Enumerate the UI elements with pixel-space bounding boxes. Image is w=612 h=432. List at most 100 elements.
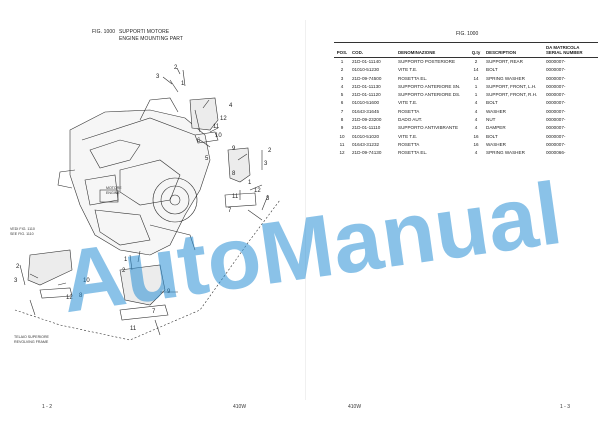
- header-desc: DESCRIPTION: [484, 42, 544, 58]
- cell-cod: 21D-09-74500: [352, 75, 382, 81]
- callout: 2: [268, 148, 272, 154]
- header-den: DENOMINAZIONE: [396, 42, 468, 58]
- cell-mat: 0000007-: [546, 108, 566, 114]
- cell-mat: 0000066-: [546, 150, 566, 156]
- header-cod: COD.: [350, 42, 396, 58]
- cell-qty: 4: [474, 108, 478, 114]
- cell-mat: 0000007-: [546, 125, 566, 131]
- cell-pos: 7: [340, 108, 344, 114]
- right-footer-model: 410W: [348, 404, 362, 410]
- cell-desc: WASHER: [486, 141, 506, 147]
- cell-cod: 01643-31645: [352, 108, 380, 114]
- right-footer-page: 1 - 3: [560, 404, 571, 410]
- cell-desc: NUT: [486, 117, 496, 123]
- cell-cod: 21D-01-11140: [352, 59, 381, 64]
- cell-qty: 2: [474, 59, 478, 64]
- header-serial-en: SERIAL NUMBER: [546, 50, 583, 55]
- label-telaio: TELAIO SUPERIORE: [14, 335, 50, 339]
- label-revolving-frame: REVOLVING FRAME: [14, 340, 49, 344]
- callout: 8: [79, 293, 83, 299]
- cell-qty: 4: [474, 117, 478, 123]
- cell-qty: 16: [473, 141, 479, 147]
- cell-mat: 0000007-: [546, 59, 566, 64]
- engine-mount-drawing: 2 1 3 4 12 11 10 9 8 2 3 1 12 3 7 11 6 5…: [10, 65, 281, 344]
- cell-den: VITE T.E.: [398, 133, 418, 139]
- callout: 11: [232, 194, 239, 200]
- cell-cod: 01643-31232: [352, 141, 380, 147]
- cell-qty: 16: [473, 133, 479, 139]
- parts-table: POS. COD. DENOMINAZIONE Q.ty DESCRIPTION…: [334, 42, 598, 158]
- cell-desc: BOLT: [486, 100, 498, 106]
- callout: 1: [124, 257, 128, 263]
- cell-desc: SUPPORT, REAR: [486, 59, 523, 64]
- cell-cod: 01010-51020: [352, 133, 380, 139]
- cell-den: SUPPORTO ANTERIORE SN.: [398, 83, 461, 89]
- callout: 10: [215, 133, 222, 139]
- cell-cod: 01010-51230: [352, 67, 380, 73]
- cell-mat: 0000007-: [546, 133, 566, 139]
- cell-pos: 10: [339, 133, 345, 139]
- cell-qty: 4: [474, 150, 478, 156]
- cell-cod: 21D-09-74130: [352, 150, 382, 156]
- cell-mat: 0000007-: [546, 67, 566, 73]
- cell-qty: 1: [474, 83, 478, 89]
- cell-den: ROSETTA: [398, 108, 420, 114]
- cell-desc: SPRING WASHER: [486, 150, 525, 156]
- page-gutter: [305, 20, 306, 400]
- callout: 7: [228, 208, 232, 214]
- cell-den: DADO AUT.: [398, 117, 423, 123]
- cell-cod: 21D-01-11130: [352, 83, 381, 89]
- cell-pos: 5: [340, 92, 344, 98]
- cell-den: SUPPORTO POSTERIORE: [398, 59, 456, 64]
- cell-den: ROSETTA EL.: [398, 75, 428, 81]
- left-title-en: ENGINE MOUNTING PART: [119, 36, 184, 42]
- header-serial: DA MATRICOLA SERIAL NUMBER: [544, 42, 598, 58]
- cell-desc: DAMPER: [486, 125, 506, 131]
- callout: 9: [232, 146, 236, 152]
- callout: 7: [152, 309, 156, 315]
- cell-qty: 4: [474, 100, 478, 106]
- cell-pos: 2: [340, 67, 344, 73]
- header-qty: Q.ty: [468, 42, 484, 58]
- cell-den: SUPPORTO ANTIVIBRANTE: [398, 125, 459, 131]
- cell-den: VITE T.E.: [398, 100, 418, 106]
- left-fig-label: FIG. 1000: [92, 29, 116, 35]
- cell-cod: 21D-01-11110: [352, 125, 381, 131]
- callout: 9: [167, 289, 171, 295]
- table-row: 4 21D-01-11130 SUPPORTO ANTERIORE SN. 1 SUPP…: [334, 83, 598, 91]
- label-motore: MOTORE: [106, 186, 122, 190]
- parts-table-header: POS. COD. DENOMINAZIONE Q.ty DESCRIPTION…: [334, 42, 598, 58]
- callout: 4: [229, 103, 233, 109]
- callout: 3: [156, 74, 160, 80]
- cell-qty: 1: [474, 92, 478, 98]
- callout: 3: [264, 161, 268, 167]
- callout: 10: [83, 278, 90, 284]
- callout: 12: [220, 116, 227, 122]
- cell-mat: 0000007-: [546, 92, 566, 98]
- cell-pos: 6: [340, 100, 344, 106]
- cell-pos: 4: [340, 83, 344, 89]
- cell-mat: 0000007-: [546, 83, 566, 89]
- label-engine: ENGINE: [106, 191, 120, 195]
- cell-qty: 4: [474, 125, 478, 131]
- cell-desc: BOLT: [486, 67, 498, 73]
- callout: 1: [181, 81, 185, 87]
- header-pos: POS.: [334, 42, 350, 58]
- right-fig-label: FIG. 1000: [456, 31, 479, 37]
- callout: 8: [232, 171, 236, 177]
- cell-desc: SUPPORT, FRONT, L.H.: [486, 83, 537, 89]
- label-see-fig-en: SEE FIG. 1110: [10, 232, 34, 236]
- cell-den: ROSETTA EL.: [398, 150, 428, 156]
- callout: 3: [266, 196, 270, 202]
- callout: 2: [174, 65, 178, 71]
